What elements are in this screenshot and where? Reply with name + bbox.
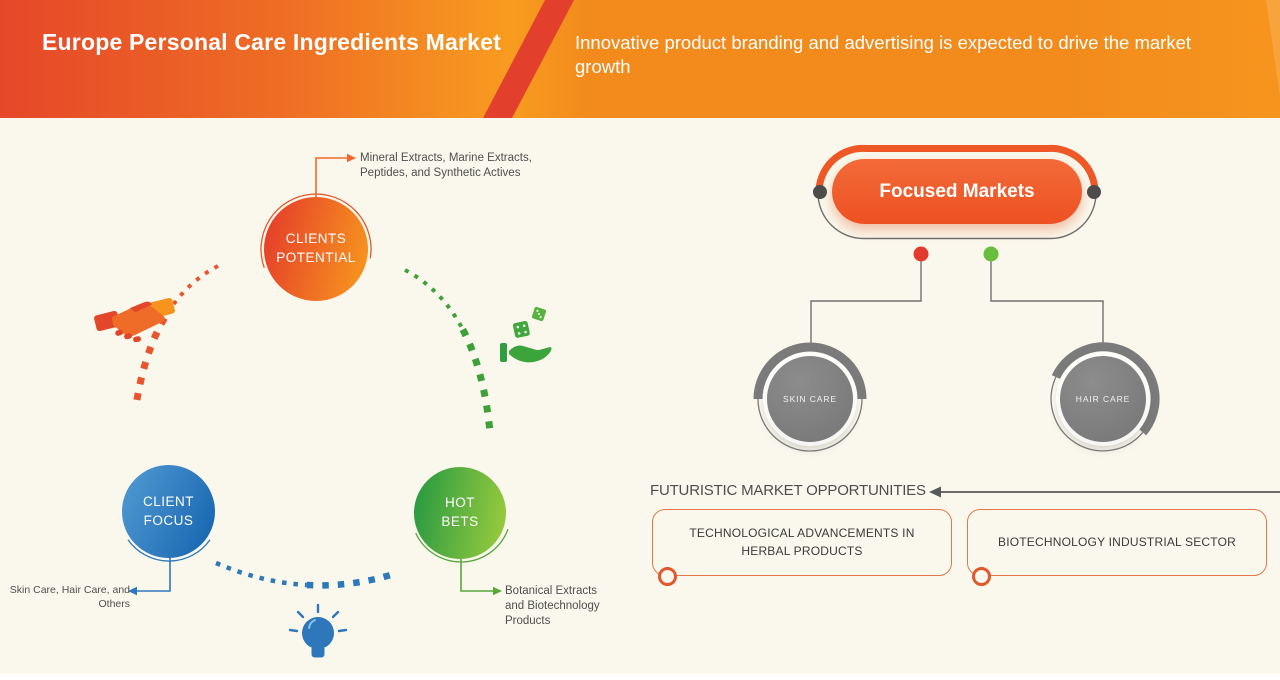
dice-in-hand-icon — [500, 306, 552, 363]
node-client-focus: CLIENT FOCUS — [122, 465, 215, 558]
focused-markets-title: Focused Markets — [879, 180, 1035, 202]
page-subtitle: Innovative product branding and advertis… — [575, 32, 1192, 78]
dotted-arc-green — [404, 268, 494, 433]
dotted-arc-green-small — [404, 268, 465, 331]
client-focus-annotation: Skin Care, Hair Care, and Others — [9, 584, 130, 610]
skin-care-label: SKIN CARE — [783, 394, 837, 404]
dotted-arc-blue-small — [215, 560, 307, 588]
dotted-arc-green-large — [459, 327, 494, 433]
die-icon — [531, 306, 547, 322]
opportunity-biotech-label: BIOTECHNOLOGY INDUSTRIAL SECTOR — [997, 534, 1237, 549]
opportunity-box-herbal: TECHNOLOGICAL ADVANCEMENTS IN HERBAL PRO… — [652, 509, 952, 576]
handshake-icon — [94, 297, 175, 343]
focused-markets-pill: Focused Markets — [832, 159, 1082, 224]
header-corner-slash — [1266, 0, 1280, 96]
hot-bets-connector — [460, 557, 502, 596]
skin-care-dot — [913, 246, 929, 262]
client-focus-connector — [128, 558, 171, 596]
opportunity-herbal-label: TECHNOLOGICAL ADVANCEMENTS IN HERBAL PRO… — [689, 526, 915, 558]
hair-care-connector — [990, 261, 1104, 345]
arrow-right-icon — [347, 153, 356, 163]
bottom-strip — [0, 674, 1280, 680]
node-hot-bets: HOT BETS — [414, 467, 506, 559]
header-decor — [483, 0, 1280, 118]
hair-care-dot — [983, 246, 999, 262]
stadium-right-dot — [1087, 185, 1101, 199]
header-diagonal-band — [483, 0, 574, 118]
hot-bets-annotation: Botanical Extracts and Biotechnology Pro… — [505, 585, 600, 628]
arrow-right-icon — [493, 586, 502, 596]
node-clients-potential: CLIENTS POTENTIAL — [264, 197, 368, 301]
lightbulb-icon — [288, 603, 348, 658]
opportunity-ring-icon — [972, 567, 991, 586]
node-clients-potential-label: CLIENTS POTENTIAL — [276, 231, 356, 265]
dotted-arc-orange — [132, 264, 219, 407]
opportunity-box-biotech: BIOTECHNOLOGY INDUSTRIAL SECTOR — [967, 509, 1267, 576]
die-icon — [512, 320, 530, 338]
skin-care-circle: SKIN CARE — [767, 356, 853, 442]
dotted-arc-blue-large — [306, 569, 398, 589]
dotted-arc-orange-large — [132, 316, 168, 407]
hair-care-circle: HAIR CARE — [1060, 356, 1146, 442]
node-hot-bets-label: HOT BETS — [441, 495, 479, 529]
header-banner: Europe Personal Care Ingredients Market … — [0, 0, 1280, 118]
skin-care-connector — [810, 261, 922, 345]
dotted-arc-orange-small — [162, 264, 219, 320]
clients-potential-annotation: Mineral Extracts, Marine Extracts, Pepti… — [360, 152, 532, 180]
stadium-left-dot — [813, 185, 827, 199]
dotted-arc-blue — [215, 560, 398, 589]
node-client-focus-label: CLIENT FOCUS — [142, 493, 194, 528]
opportunities-heading: FUTURISTIC MARKET OPPORTUNITIES — [650, 482, 926, 499]
clients-potential-connector — [315, 153, 356, 199]
page-title: Europe Personal Care Ingredients Market — [42, 29, 501, 55]
opportunity-ring-icon — [658, 567, 677, 586]
arrow-left-icon — [929, 486, 941, 498]
hair-care-label: HAIR CARE — [1075, 394, 1131, 404]
